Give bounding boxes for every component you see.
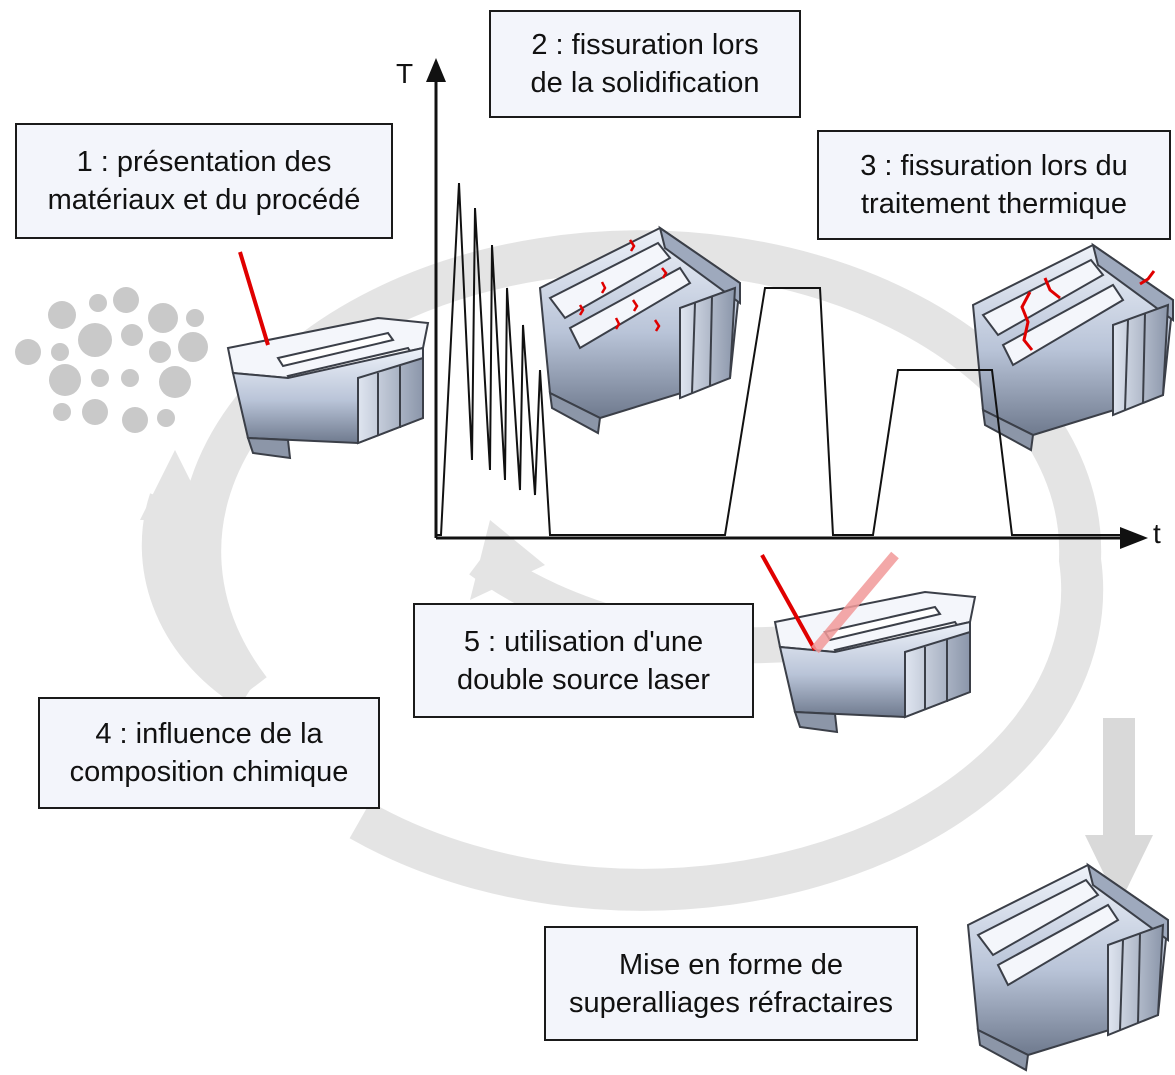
- cycle-arrow-head-left: [140, 450, 210, 520]
- laser-beam: [238, 251, 270, 346]
- y-axis-arrowhead: [426, 58, 446, 82]
- heat-treatment-cracks: [1020, 270, 1156, 351]
- step-5-line-1: 5 : utilisation d'une: [463, 625, 704, 658]
- step-5-line-2: double source laser: [456, 663, 711, 696]
- step-3-line-1: 3 : fissuration lors du: [860, 150, 1128, 182]
- down-arrow: [1085, 718, 1153, 905]
- step-1-line-2: matériaux et du procédé: [47, 184, 361, 216]
- step-3-box: 3 : fissuration lors du traitement thermi…: [817, 130, 1171, 240]
- y-axis-label: T: [396, 58, 414, 89]
- x-axis-arrowhead: [1120, 527, 1148, 549]
- step-1-box: 1 : présentation des matériaux et du proc…: [15, 123, 393, 239]
- laser-beam-primary: [760, 554, 817, 651]
- laser-beam-secondary: [811, 551, 899, 654]
- part-1-illustration: [227, 317, 429, 459]
- step-2-box: 2 : fissuration lors de la solidification: [489, 10, 801, 118]
- solidification-cracks: [578, 239, 668, 332]
- step-3-line-2: traitement thermique: [861, 188, 1127, 220]
- final-line-1: Mise en forme de: [618, 948, 844, 981]
- temperature-curve: [436, 182, 1125, 536]
- x-axis-label: t: [1153, 518, 1161, 549]
- step-2-line-1: 2 : fissuration lors: [531, 29, 759, 61]
- final-part-illustration: [967, 864, 1169, 1071]
- final-box: Mise en forme de superalliages réfractair…: [544, 926, 918, 1041]
- step-4-line-2: composition chimique: [69, 756, 349, 788]
- step-4-box: 4 : influence de la composition chimique: [38, 697, 380, 809]
- step-1-line-1: 1 : présentation des: [76, 146, 332, 178]
- step-4-line-1: 4 : influence de la: [95, 718, 323, 750]
- part-5-illustration: [774, 591, 976, 733]
- step-5-box: 5 : utilisation d'une double source laser: [413, 603, 754, 718]
- part-3-illustration: [972, 244, 1174, 451]
- time-temperature-plot: [426, 58, 1148, 549]
- final-line-2: superalliages réfractaires: [569, 986, 893, 1019]
- step-2-line-2: de la solidification: [530, 67, 760, 99]
- cycle-arrow-head-inner: [470, 520, 545, 600]
- powder-icon: [15, 287, 208, 433]
